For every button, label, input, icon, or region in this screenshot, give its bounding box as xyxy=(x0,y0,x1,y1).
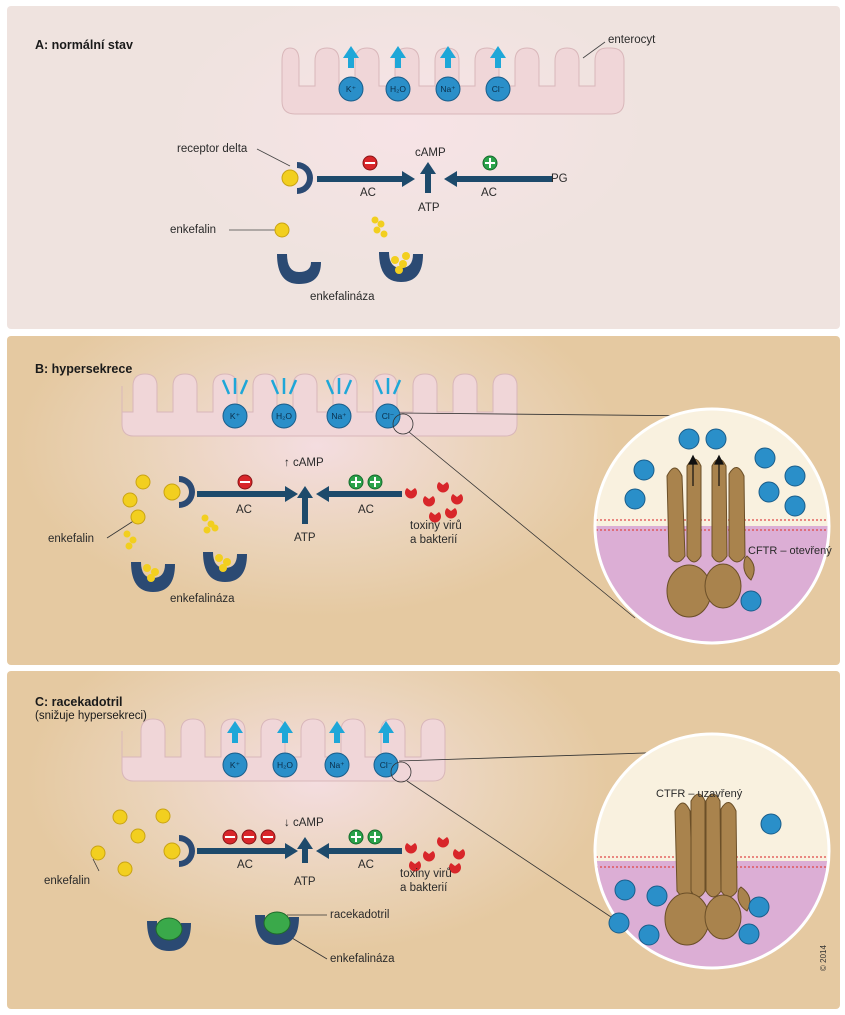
label-receptor-delta: receptor delta xyxy=(177,143,248,155)
activate-symbol xyxy=(482,155,498,171)
ion-cl: Cl⁻ xyxy=(382,411,395,421)
label-cftr-open: CFTR – otevřený xyxy=(748,545,832,557)
label-enkephalinase: enkefalináza xyxy=(330,953,395,965)
label-toxins-line2: a bakterií xyxy=(400,882,448,894)
panel-b-graphics: K⁺ H₂O Na⁺ Cl⁻ xyxy=(106,373,831,645)
label-enkephalin: enkefalin xyxy=(44,875,91,887)
label-toxins-line1: toxiny virů xyxy=(400,868,452,880)
label-ac-left: AC xyxy=(236,504,252,516)
enterocyte-villi xyxy=(121,718,446,782)
ion-secretion-arrows xyxy=(343,46,506,68)
ion-cl: Cl⁻ xyxy=(380,760,393,770)
cftr-protein-open xyxy=(666,458,755,618)
ion-spheres: K⁺ H₂O Na⁺ Cl⁻ xyxy=(222,403,401,429)
toxin-particles xyxy=(404,482,463,523)
receptor-delta xyxy=(163,835,195,867)
ion-h2o: H₂O xyxy=(277,760,293,770)
cl-ions xyxy=(608,813,782,946)
label-atp: ATP xyxy=(418,202,440,214)
label-ac-right: AC xyxy=(481,187,497,199)
label-ac-right: AC xyxy=(358,859,374,871)
panel-c-racecadotril: K⁺ H₂O Na⁺ Cl⁻ xyxy=(7,671,840,1009)
signal-arrows xyxy=(197,837,402,863)
activate-symbols xyxy=(348,829,383,845)
panel-a-title: A: normální stav xyxy=(35,38,133,52)
label-pg: PG xyxy=(551,173,568,185)
label-racecadotril: racekadotril xyxy=(330,909,390,921)
enkephalinase-enzyme-bound-1 xyxy=(123,530,175,592)
ion-spheres: K⁺ H₂O Na⁺ Cl⁻ xyxy=(338,76,511,102)
ion-na: Na⁺ xyxy=(331,411,347,421)
label-atp: ATP xyxy=(294,532,316,544)
label-ctfr-closed: CTFR – uzavřený xyxy=(656,788,743,800)
ion-na: Na⁺ xyxy=(329,760,345,770)
signal-arrows xyxy=(317,162,552,193)
enkephalinase-enzyme-empty xyxy=(277,254,321,284)
label-camp: ↑ cAMP xyxy=(284,457,324,469)
inhibit-symbol xyxy=(237,474,253,490)
enkephalinase-enzyme-bound-2 xyxy=(201,514,247,582)
enkephalin-molecules xyxy=(90,808,171,877)
zoom-lines xyxy=(106,412,708,619)
enkephalinase-enzyme-bound xyxy=(371,216,423,282)
cftr-protein-closed xyxy=(664,793,751,946)
activate-symbols xyxy=(348,474,383,490)
signal-arrows xyxy=(197,486,402,524)
panel-c-title: C: racekadotril xyxy=(35,695,123,709)
panel-b-title: B: hypersekrece xyxy=(35,362,133,376)
label-enkephalinase: enkefalináza xyxy=(310,291,375,303)
label-ac-left: AC xyxy=(360,187,376,199)
enkephalin-molecules xyxy=(122,474,151,525)
inhibit-symbol xyxy=(362,155,378,171)
label-toxins-line1: toxiny virů xyxy=(410,520,462,532)
ion-spheres: K⁺ H₂O Na⁺ Cl⁻ xyxy=(222,752,399,778)
copyright-credit: © 2014 xyxy=(819,945,828,971)
label-camp: cAMP xyxy=(415,147,446,159)
enkephalinase-inhibited-2 xyxy=(255,911,299,945)
enterocyte-villi xyxy=(121,373,518,437)
toxin-particles xyxy=(404,837,465,874)
panel-a-graphics: K⁺ H₂O Na⁺ Cl⁻ xyxy=(229,41,625,284)
cl-ions xyxy=(624,428,806,612)
ion-na: Na⁺ xyxy=(440,84,456,94)
panel-c-graphics: K⁺ H₂O Na⁺ Cl⁻ xyxy=(90,718,831,970)
label-atp: ATP xyxy=(294,876,316,888)
label-enkephalin: enkefalin xyxy=(170,224,217,236)
label-ac-right: AC xyxy=(358,504,374,516)
enkephalin-molecule xyxy=(274,222,290,238)
leader-lines xyxy=(229,41,606,231)
cftr-zoom-circle xyxy=(593,407,831,645)
ion-secretion-arrows xyxy=(227,721,394,743)
ion-k: K⁺ xyxy=(230,760,241,770)
receptor-delta xyxy=(281,162,313,194)
panel-a-normal: K⁺ H₂O Na⁺ Cl⁻ xyxy=(7,6,840,329)
label-enkephalinase: enkefalináza xyxy=(170,593,235,605)
receptor-delta xyxy=(163,476,195,508)
panel-b-hypersecretion: K⁺ H₂O Na⁺ Cl⁻ xyxy=(7,336,840,665)
ion-h2o: H₂O xyxy=(390,84,406,94)
ion-cl: Cl⁻ xyxy=(492,84,505,94)
label-enkephalin: enkefalin xyxy=(48,533,95,545)
label-toxins-line2: a bakterií xyxy=(410,534,458,546)
enkephalinase-inhibited-1 xyxy=(147,917,191,951)
ion-k: K⁺ xyxy=(230,411,241,421)
ion-h2o: H₂O xyxy=(276,411,292,421)
panel-c-subtitle: (snižuje hypersekreci) xyxy=(35,710,147,722)
ion-secretion-arrows xyxy=(221,378,402,395)
inhibit-symbols xyxy=(222,829,276,845)
label-camp: ↓ cAMP xyxy=(284,817,324,829)
label-ac-left: AC xyxy=(237,859,253,871)
ion-k: K⁺ xyxy=(346,84,357,94)
label-enterocyte: enterocyt xyxy=(608,34,656,46)
ctfr-zoom-circle xyxy=(593,732,831,970)
